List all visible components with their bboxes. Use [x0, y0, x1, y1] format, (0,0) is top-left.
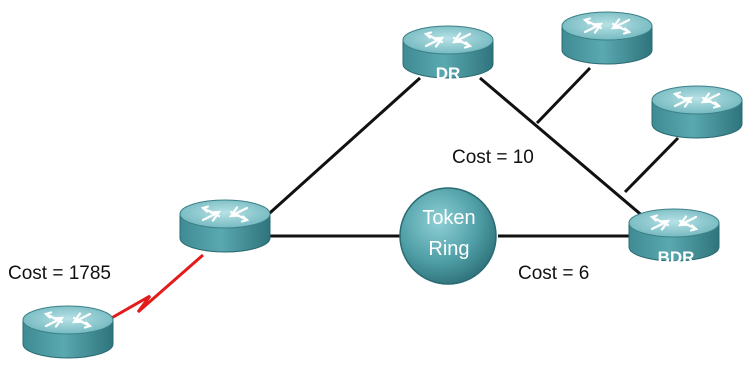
router-dr-icon: DR: [401, 24, 495, 83]
link-dr-to-bdr: [479, 76, 646, 220]
links: [107, 66, 680, 322]
router-bdr-icon: BDR: [627, 207, 721, 267]
cost-label-token-ring: Cost = 6: [518, 263, 589, 284]
link-upper-right-router: [535, 66, 592, 125]
router-bottom-left-icon: [21, 304, 115, 360]
cost-label-dr-segment: Cost = 10: [452, 147, 534, 168]
token-ring-label-line2: Ring: [428, 238, 469, 260]
router-mid-right-icon: [650, 84, 744, 140]
router-bdr-label: BDR: [658, 248, 695, 267]
token-ring-label-line1: Token: [422, 207, 475, 229]
router-center-left-icon: [178, 198, 272, 254]
router-upper-right-icon: [560, 10, 654, 66]
link-center-to-dr: [260, 76, 422, 222]
serial-link: [107, 253, 204, 322]
cost-label-serial-link: Cost = 1785: [8, 263, 111, 284]
router-dr-label: DR: [436, 64, 461, 83]
token-ring-icon: Token Ring: [399, 187, 497, 285]
link-mid-right-router: [623, 136, 680, 194]
